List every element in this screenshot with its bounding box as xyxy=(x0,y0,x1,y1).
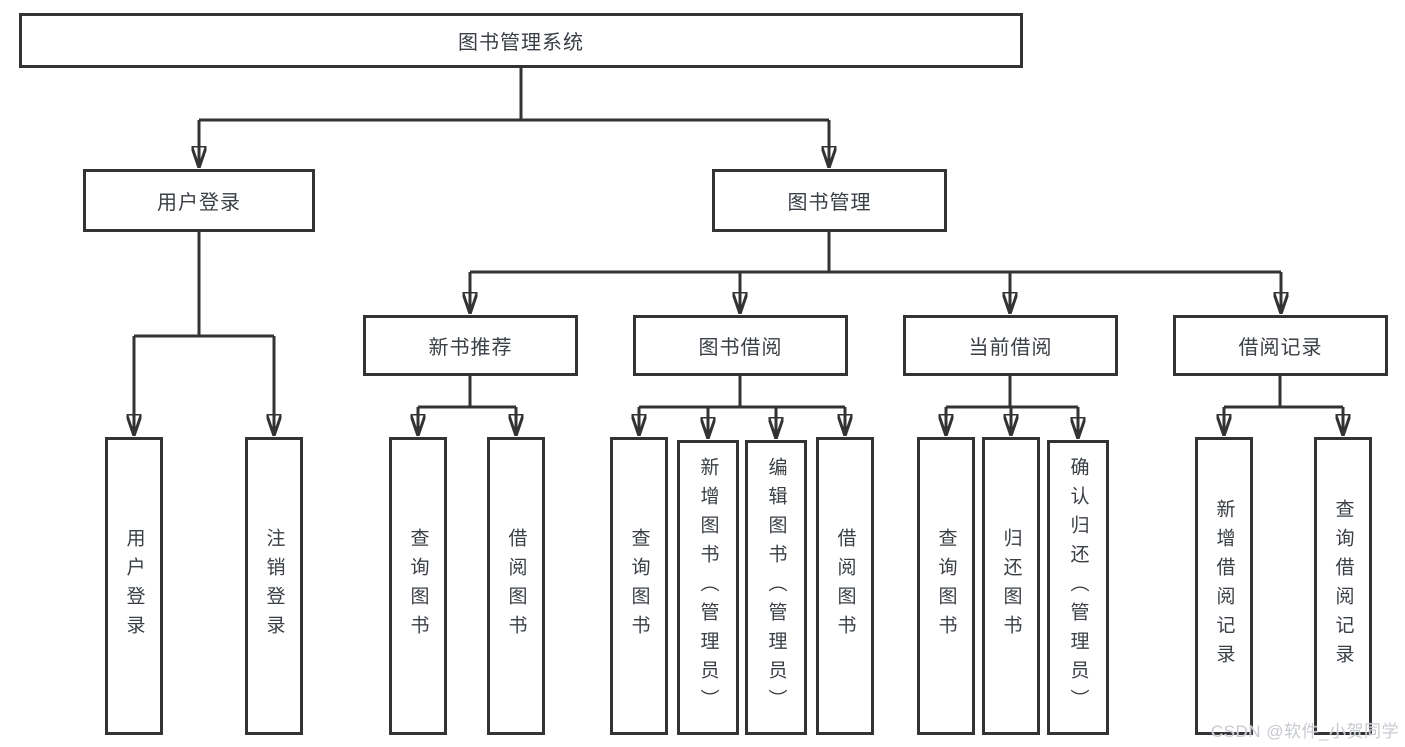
node-label: 图书管理 xyxy=(787,192,872,214)
connector-borrowing-records-to-leaves xyxy=(1224,376,1343,435)
leaf-label: 查询图书 xyxy=(407,528,429,644)
node-label: 新书推荐 xyxy=(428,337,513,359)
leaf-label: 借阅图书 xyxy=(505,528,527,644)
node-label: 图书借阅 xyxy=(698,337,783,359)
leaf-add-borrow-record: 新增借阅记录 xyxy=(1195,437,1253,735)
leaf-query-borrow-record: 查询借阅记录 xyxy=(1314,437,1372,735)
leaf-label: 查询借阅记录 xyxy=(1332,499,1354,673)
leaf-label: 查询图书 xyxy=(628,528,650,644)
node-label: 当前借阅 xyxy=(968,337,1053,359)
leaf-label: 编辑图书（管理员） xyxy=(765,457,787,718)
leaf-label: 确认归还（管理员） xyxy=(1067,457,1089,718)
connector-user-login-to-leaves xyxy=(134,232,274,435)
node-label: 图书管理系统 xyxy=(458,32,584,54)
leaf-label: 新增借阅记录 xyxy=(1213,499,1235,673)
leaf-query-books: 查询图书 xyxy=(917,437,975,735)
csdn-watermark: CSDN @软件_小贺同学 xyxy=(1210,722,1399,741)
connector-book-management-to-level3 xyxy=(470,232,1281,313)
leaf-edit-books-admin: 编辑图书（管理员） xyxy=(745,440,807,735)
connector-root-to-level2 xyxy=(199,68,829,167)
node-current-borrowing: 当前借阅 xyxy=(903,315,1118,376)
node-book-management: 图书管理 xyxy=(712,169,947,232)
leaf-confirm-return-admin: 确认归还（管理员） xyxy=(1047,440,1109,735)
leaf-label: 查询图书 xyxy=(935,528,957,644)
connector-book-borrowing-to-leaves xyxy=(639,376,845,438)
leaf-label: 注销登录 xyxy=(263,528,285,644)
leaf-label: 用户登录 xyxy=(123,528,145,644)
leaf-add-books-admin: 新增图书（管理员） xyxy=(677,440,739,735)
leaf-user-login: 用户登录 xyxy=(105,437,163,735)
node-new-book-recommend: 新书推荐 xyxy=(363,315,578,376)
leaf-return-books: 归还图书 xyxy=(982,437,1040,735)
leaf-borrow-books: 借阅图书 xyxy=(487,437,545,735)
leaf-query-books: 查询图书 xyxy=(610,437,668,735)
connector-new-book-recommend-to-leaves xyxy=(418,376,516,435)
connector-current-borrowing-to-leaves xyxy=(946,376,1078,438)
node-label: 用户登录 xyxy=(157,192,241,214)
node-book-borrowing: 图书借阅 xyxy=(633,315,848,376)
node-borrowing-records: 借阅记录 xyxy=(1173,315,1388,376)
node-user-login: 用户登录 xyxy=(83,169,315,232)
leaf-query-books: 查询图书 xyxy=(389,437,447,735)
leaf-label: 新增图书（管理员） xyxy=(697,457,719,718)
leaf-borrow-books: 借阅图书 xyxy=(816,437,874,735)
leaf-label: 借阅图书 xyxy=(834,528,856,644)
node-label: 借阅记录 xyxy=(1238,337,1323,359)
node-library-management-system: 图书管理系统 xyxy=(19,13,1023,68)
leaf-label: 归还图书 xyxy=(1000,528,1022,644)
leaf-logout: 注销登录 xyxy=(245,437,303,735)
